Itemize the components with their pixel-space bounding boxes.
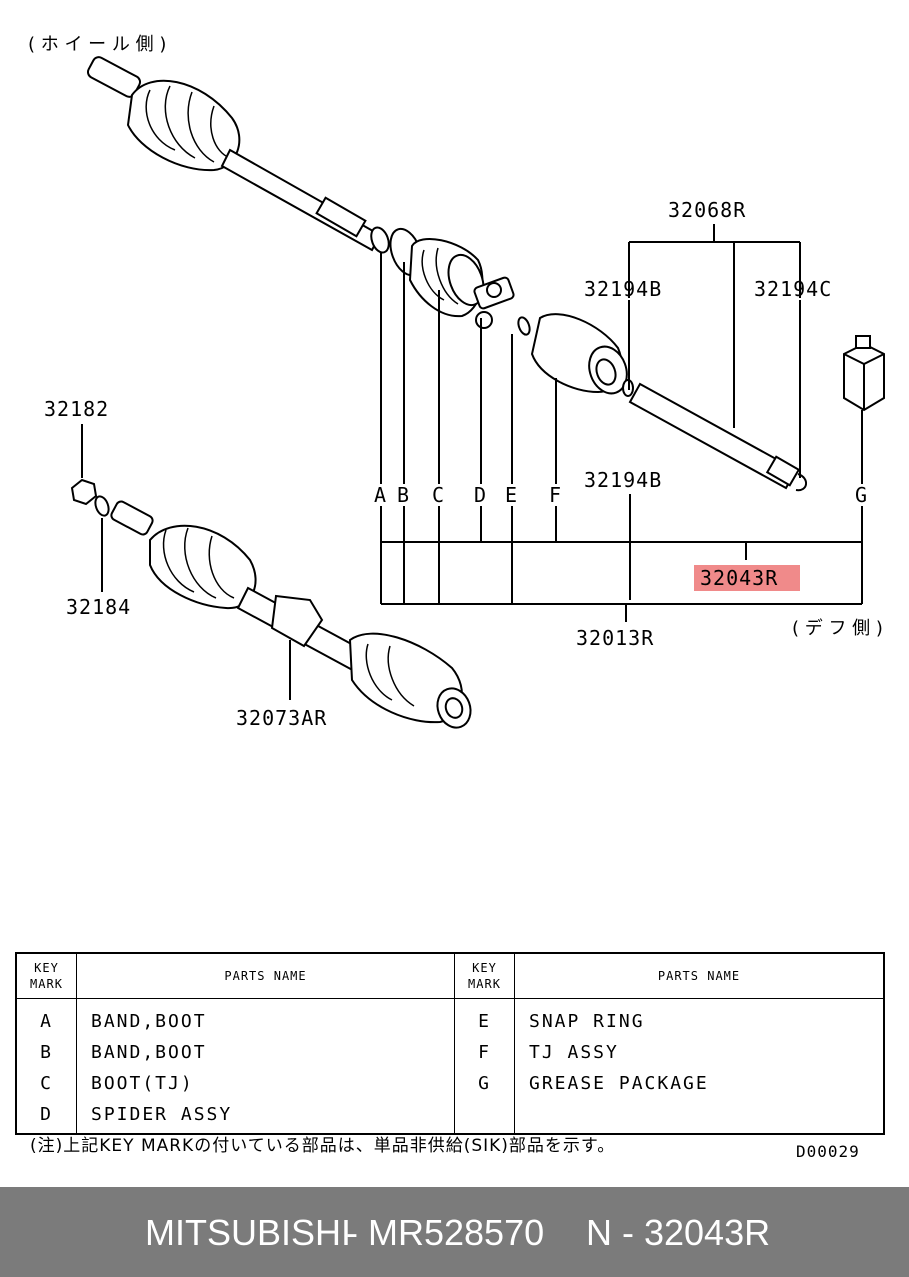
key-cell: B [15, 1037, 77, 1068]
key-letter-a: A [374, 483, 387, 507]
parts-name-header-right: PARTS NAME [514, 952, 885, 999]
key-letter-d: D [474, 483, 487, 507]
footer-separator: - [346, 1212, 358, 1253]
label-32184: 32184 [66, 595, 131, 619]
tj-assy-f [530, 313, 628, 395]
name-cell: BOOT(TJ) [76, 1068, 455, 1099]
key-letter-g: G [855, 483, 868, 507]
key-cell: A [15, 998, 77, 1037]
brand-name: MITSUBISHI [145, 1212, 352, 1253]
upper-drive-shaft [86, 56, 382, 252]
spider-assy-d [473, 276, 515, 329]
label-32194B-mid: 32194B [584, 468, 662, 492]
lower-drive-shaft-32073AR [110, 500, 472, 729]
name-cell: TJ ASSY [514, 1037, 885, 1068]
label-32182: 32182 [44, 397, 109, 421]
label-32194B-top: 32194B [584, 277, 662, 301]
label-32194C: 32194C [754, 277, 832, 301]
snap-ring-e [517, 316, 531, 336]
key-cell: G [454, 1068, 515, 1099]
key-letter-e: E [505, 483, 518, 507]
key-cell: C [15, 1068, 77, 1099]
name-cell: SNAP RING [514, 998, 885, 1037]
label-32073AR: 32073AR [236, 706, 327, 730]
boot-tj-c [408, 238, 485, 318]
key-cell: D [15, 1099, 77, 1134]
table-row: C BOOT(TJ) G GREASE PACKAGE [15, 1068, 885, 1099]
name-cell: GREASE PACKAGE [514, 1068, 885, 1099]
label-32068R: 32068R [668, 198, 746, 222]
nut-32182 [70, 478, 98, 506]
highlight-box [694, 565, 800, 591]
key-letter-b: B [397, 483, 410, 507]
name-cell: BAND,BOOT [76, 1037, 455, 1068]
name-cell: BAND,BOOT [76, 998, 455, 1037]
label-32043R: 32043R [700, 566, 778, 590]
label-32013R: 32013R [576, 626, 654, 650]
name-cell [514, 1099, 885, 1134]
part-number: MR528570 [368, 1212, 545, 1253]
parts-name-header-left: PARTS NAME [76, 952, 455, 999]
wheel-side-label: ( ホ イ ー ル 側 ) [28, 34, 166, 55]
name-cell: SPIDER ASSY [76, 1099, 455, 1134]
leader-lines [81, 224, 863, 700]
key-cell: E [454, 998, 515, 1037]
footer-banner: MITSUBISHI - MR528570 N - 32043R [0, 1187, 909, 1277]
exploded-diagram: ( ホ イ ー ル 側 ) ( デ フ 側 ) [28, 34, 885, 730]
key-cell [454, 1099, 515, 1134]
diagram-code: D00029 [796, 1142, 860, 1161]
footnote: (注)上記KEY MARKの付いている部品は、単品非供給(SIK)部品を示す。 [30, 1136, 616, 1156]
table-row: D SPIDER ASSY [15, 1099, 885, 1134]
inner-shaft [622, 379, 807, 492]
table-row: B BAND,BOOT F TJ ASSY [15, 1037, 885, 1068]
key-letter-c: C [432, 483, 445, 507]
diff-side-label: ( デ フ 側 ) [792, 618, 883, 639]
reference-number: N - 32043R [586, 1212, 771, 1253]
key-cell: F [454, 1037, 515, 1068]
key-letter-f: F [549, 483, 562, 507]
washer-32184 [94, 495, 110, 517]
table-row: A BAND,BOOT E SNAP RING [15, 998, 885, 1037]
grease-package-g [843, 335, 885, 412]
band-boot-a [370, 226, 390, 254]
